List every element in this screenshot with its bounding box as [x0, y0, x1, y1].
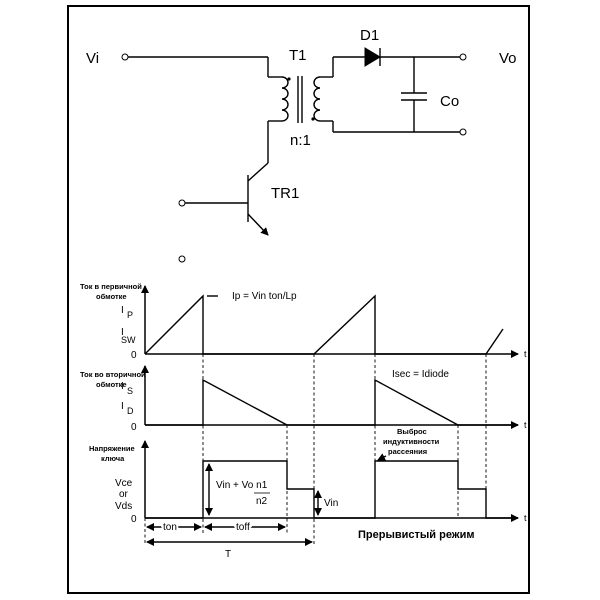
ton-label: ton — [163, 522, 177, 533]
label-vce: Vce — [115, 478, 133, 489]
switch-voltage-waveform — [145, 460, 518, 519]
base-terminal — [178, 199, 186, 207]
label-id: I — [121, 401, 124, 412]
label-is-sub: S — [127, 386, 133, 396]
secondary-annotation: Isec = Idiode — [392, 369, 449, 380]
voltage-zero: 0 — [131, 514, 137, 525]
primary-zero: 0 — [131, 350, 137, 361]
switch-voltage-title: Напряжение — [89, 444, 135, 453]
label-isw-sub: SW — [121, 335, 136, 345]
capacitor-co — [401, 57, 427, 132]
leakage-line2: индуктивности — [383, 437, 440, 446]
diode-label: D1 — [360, 27, 379, 44]
primary-current-graph: Ток в первичной обмотке I P I SW 0 t Ip … — [80, 282, 527, 361]
label-vds: Vds — [115, 501, 132, 512]
transformer-primary-winding — [267, 57, 291, 163]
transistor-tr1 — [178, 162, 269, 263]
leakage-line3: рассеяния — [388, 447, 427, 456]
turns-ratio-label: n:1 — [290, 132, 311, 149]
label-ip: I — [121, 305, 124, 316]
secondary-current-graph: Ток во вторичной обмотке I S I D 0 t Ise… — [80, 365, 527, 433]
output-terminal-positive — [459, 53, 467, 61]
primary-t: t — [524, 349, 527, 359]
emitter-terminal — [178, 255, 186, 263]
formula-bottom: n2 — [256, 496, 268, 507]
label-is: I — [121, 381, 124, 392]
leakage-pointer — [377, 453, 387, 461]
primary-current-title: Ток в первичной — [80, 282, 142, 291]
switch-voltage-graph: Напряжение ключа Vce or Vds 0 t Vin + Vo… — [89, 427, 527, 525]
label-isw: I — [121, 327, 124, 338]
transformer-label: T1 — [289, 47, 307, 64]
mode-label: Прерывистый режим — [358, 529, 475, 541]
period-label: T — [225, 549, 231, 560]
input-label: Vi — [86, 50, 99, 67]
diode-d1 — [333, 47, 460, 67]
leakage-line1: Выброс — [397, 427, 427, 436]
capacitor-label: Co — [440, 93, 459, 110]
switch-voltage-title-2: ключа — [101, 454, 125, 463]
output-terminal-negative — [459, 128, 467, 136]
output-label: Vo — [499, 50, 517, 67]
vin-label: Vin — [324, 498, 338, 509]
formula-top: Vin + Vo n1 — [216, 480, 268, 491]
secondary-current-waveform — [145, 378, 518, 426]
transformer-core — [297, 76, 303, 123]
transformer-secondary-winding — [311, 57, 334, 132]
timing-annotations: ton toff T Прерывистый режим — [146, 520, 475, 560]
label-ip-sub: P — [127, 310, 133, 320]
secondary-zero: 0 — [131, 422, 137, 433]
label-id-sub: D — [127, 406, 134, 416]
secondary-current-title-2: обмотке — [96, 380, 127, 389]
primary-current-waveform — [144, 294, 504, 355]
toff-label: toff — [236, 522, 250, 533]
page-frame — [67, 5, 530, 594]
label-or: or — [119, 489, 129, 500]
timing-guides — [144, 354, 487, 545]
secondary-current-title: Ток во вторичной — [80, 370, 146, 379]
primary-current-title-2: обмотке — [96, 292, 127, 301]
transistor-label: TR1 — [271, 185, 299, 202]
secondary-t: t — [524, 420, 527, 430]
voltage-t: t — [524, 513, 527, 523]
flyback-circuit: Vi T1 n:1 — [86, 27, 517, 263]
input-terminal — [121, 53, 129, 61]
primary-annotation: Ip = Vin ton/Lp — [232, 291, 297, 302]
